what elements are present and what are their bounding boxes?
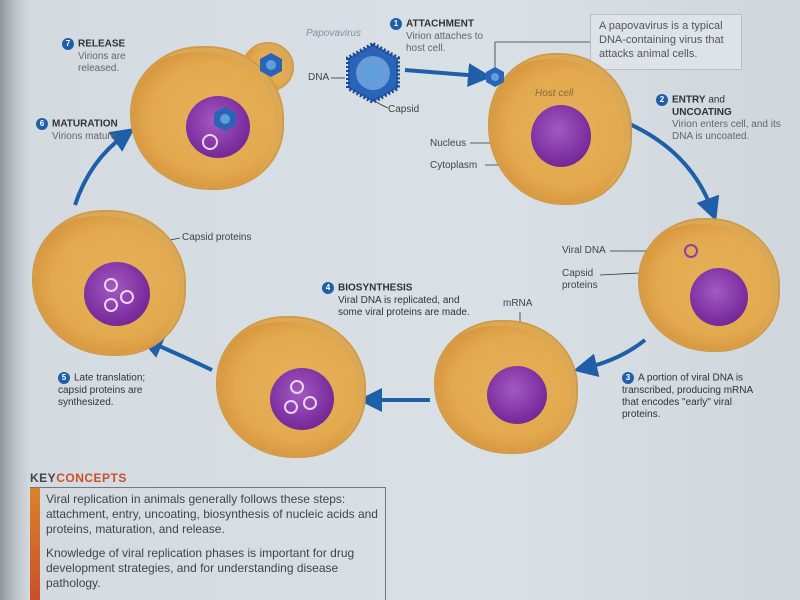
- viral-dna-icon: [104, 278, 118, 292]
- step-number: 1: [390, 18, 402, 30]
- viral-dna-icon: [104, 298, 118, 312]
- maturing-virion-icon: [214, 107, 236, 131]
- concepts-word: CONCEPTS: [56, 471, 127, 485]
- viral-dna-icon: [303, 396, 317, 410]
- step-title: MATURATION: [52, 118, 118, 130]
- viral-dna-icon: [284, 400, 298, 414]
- attached-virion-icon: [486, 67, 504, 87]
- cell-entry-nucleus: [690, 268, 748, 326]
- step-desc: Virions are released.: [78, 50, 126, 74]
- step-desc: Virion enters cell, and its DNA is uncoa…: [672, 118, 781, 142]
- step-4: 4 BIOSYNTHESIS Viral DNA is replicated, a…: [322, 282, 472, 319]
- key-concepts-bar: [30, 488, 40, 600]
- step-desc: Viral DNA is replicated, and some viral …: [338, 294, 470, 318]
- viral-dna-icon: [120, 290, 134, 304]
- step-6: 6 MATURATION Virions mature.: [36, 118, 131, 143]
- step-number: 3: [622, 372, 634, 384]
- callout-box: A papovavirus is a typical DNA-containin…: [590, 14, 742, 70]
- papovavirus-icon: [346, 42, 400, 104]
- step-title: RELEASE: [78, 38, 126, 50]
- step-desc: Virions mature.: [52, 130, 120, 142]
- cytoplasm-label: Cytoplasm: [430, 160, 478, 171]
- nucleus-label: Nucleus: [430, 138, 467, 149]
- papovavirus-label: Papovavirus: [306, 28, 362, 39]
- step-1: 1 ATTACHMENT Virion attaches to host cell…: [390, 18, 490, 55]
- cell-biosynthesis-nucleus: [270, 368, 334, 430]
- dna-label: DNA: [308, 72, 330, 83]
- capsid-proteins-label: Capsid proteins: [562, 268, 598, 291]
- arrow-entry: [624, 120, 720, 222]
- key-concepts-box: [30, 487, 386, 600]
- step-title-extra: and: [708, 94, 725, 106]
- step-desc: Late translation; capsid proteins are sy…: [58, 372, 146, 408]
- capsid-label: Capsid: [388, 104, 420, 115]
- mrna-label: mRNA: [503, 298, 533, 309]
- step-number: 4: [322, 282, 334, 294]
- step-title: BIOSYNTHESIS: [338, 282, 413, 294]
- step-number: 7: [62, 38, 74, 50]
- viral-dna-label: Viral DNA: [562, 245, 606, 256]
- key-concept-item: Viral replication in animals generally f…: [46, 492, 378, 536]
- capsid-proteins-label-5: Capsid proteins: [182, 232, 252, 243]
- released-virion-icon: [260, 53, 282, 77]
- step-7: 7 RELEASE Virions are released.: [62, 38, 142, 75]
- viral-dna-icon: [290, 380, 304, 394]
- step-desc: A portion of viral DNA is transcribed, p…: [622, 372, 753, 420]
- host-cell-label: Host cell: [535, 88, 574, 99]
- arrow-late: [138, 335, 213, 372]
- host-nucleus: [531, 105, 591, 167]
- arrow-maturation: [73, 128, 135, 206]
- key-concept-item: Knowledge of viral replication phases is…: [46, 546, 355, 590]
- cell-late-translation-nucleus: [84, 262, 150, 326]
- viral-dna-icon: [684, 244, 698, 258]
- arrow-attach: [404, 63, 492, 88]
- step-number: 5: [58, 372, 70, 384]
- key-word: KEY: [30, 471, 57, 485]
- step-number: 2: [656, 94, 668, 106]
- arrow-transcribe: [573, 338, 647, 378]
- viral-dna-icon: [202, 134, 218, 150]
- key-concepts-heading: KEYCONCEPTS: [30, 471, 127, 485]
- step-desc: Virion attaches to host cell.: [406, 30, 484, 54]
- step-title: ATTACHMENT: [406, 18, 474, 30]
- step-number: 6: [36, 118, 48, 130]
- cell-transcription-nucleus: [487, 366, 547, 424]
- step-title: UNCOATING: [672, 106, 732, 118]
